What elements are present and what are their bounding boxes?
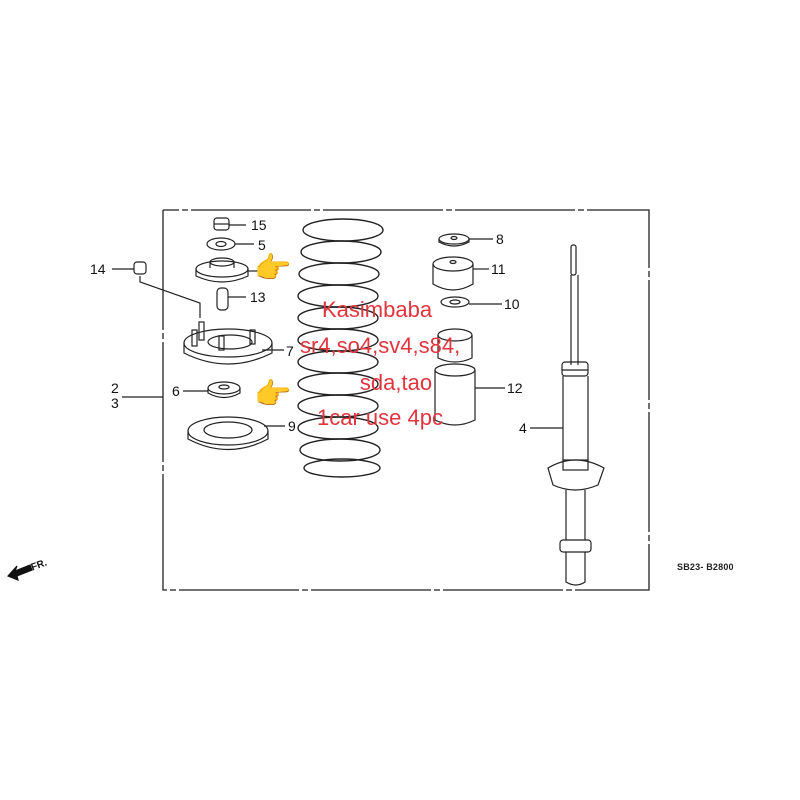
pointing-hand-icon: 👉 — [254, 252, 292, 285]
overlay-line-4: 1car use 4pc — [317, 405, 443, 430]
callout-12: 12 — [507, 380, 523, 396]
mount-base-part-7 — [183, 321, 273, 365]
upper-bushing — [195, 257, 249, 283]
overlay-line-2: sr4,so4,sv4,s84, — [300, 333, 461, 358]
callout-10: 10 — [504, 296, 520, 312]
bushing-part-11 — [432, 256, 474, 291]
front-arrow-icon — [6, 564, 33, 581]
pointing-hand-icon: 👉 — [254, 378, 292, 411]
callout-5: 5 — [258, 237, 266, 253]
washer-part-5 — [206, 237, 236, 251]
bumper-part-6 — [207, 381, 241, 399]
callout-4: 4 — [519, 420, 527, 436]
callout-6: 6 — [172, 383, 180, 399]
diagram-frame — [162, 209, 650, 591]
washer-part-8 — [438, 233, 470, 247]
collar-part-13 — [216, 287, 229, 311]
nut-part-15 — [213, 217, 230, 231]
callout-13: 13 — [250, 289, 266, 305]
washer-part-10 — [440, 296, 470, 308]
overlay-line-1: Kasimbaba — [322, 297, 433, 322]
callout-9: 9 — [288, 418, 296, 434]
nut-part-14 — [133, 261, 147, 275]
callout-14: 14 — [90, 261, 106, 277]
shock-absorber-part-4 — [547, 244, 605, 586]
diagram-code: SB23- B2800 — [677, 562, 734, 572]
callout-7: 7 — [286, 343, 294, 359]
callout-2: 2 — [111, 380, 119, 396]
spring-seat-part-9 — [187, 416, 269, 451]
coil-spring — [297, 218, 384, 478]
callout-15: 15 — [251, 217, 267, 233]
callout-11: 11 — [491, 261, 506, 277]
dust-boot-part-12 — [434, 328, 476, 426]
overlay-line-3: sda,tao — [359, 370, 433, 395]
callout-3: 3 — [111, 395, 119, 411]
callout-8: 8 — [496, 231, 504, 247]
